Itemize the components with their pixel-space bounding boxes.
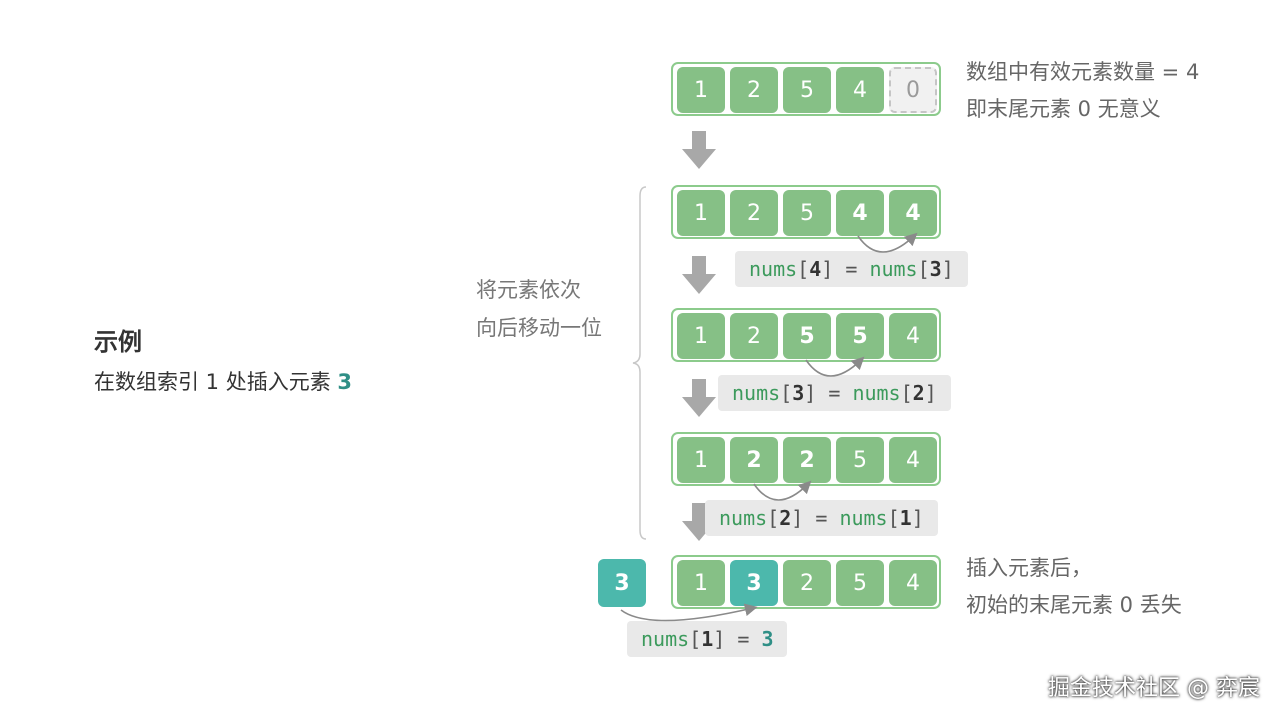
array-cell: 4: [889, 560, 937, 606]
array-cell: 4: [889, 437, 937, 483]
shift-brace: [632, 186, 647, 540]
note-top-line1: 数组中有效元素数量 = 4: [966, 60, 1200, 84]
code-index: 4: [809, 257, 822, 281]
array-cell-unused: 0: [889, 67, 937, 113]
array-cell-highlight: 4: [836, 190, 884, 236]
code-ident: nums: [641, 627, 690, 651]
array-cell-highlight: 2: [730, 437, 778, 483]
array-cell: 1: [677, 313, 725, 359]
array-row-initial: 1 2 5 4 0: [671, 62, 941, 116]
array-cell: 5: [836, 437, 884, 483]
code-ident: nums: [839, 506, 888, 530]
array-cell-highlight: 2: [783, 437, 831, 483]
array-cell-highlight: 5: [783, 313, 831, 359]
inserted-value-text: 3: [337, 370, 353, 394]
array-cell: 1: [677, 560, 725, 606]
down-arrow-icon: [682, 379, 716, 417]
array-cell: 2: [730, 190, 778, 236]
array-cell-inserted: 3: [730, 560, 778, 606]
example-subtitle: 在数组索引 1 处插入元素 3: [94, 366, 352, 396]
array-cell-highlight: 5: [836, 313, 884, 359]
down-arrow-icon: [682, 131, 716, 169]
code-ident: nums: [749, 257, 798, 281]
array-cell: 2: [730, 67, 778, 113]
note-bottom-line1: 插入元素后，: [966, 556, 1092, 580]
array-cell: 2: [783, 560, 831, 606]
note-bottom-line2: 初始的末尾元素 0 丢失: [966, 593, 1182, 617]
code-ident: nums: [719, 506, 768, 530]
code-step3: nums[2] = nums[1]: [705, 500, 938, 536]
down-arrow-icon: [682, 256, 716, 294]
array-cell: 2: [730, 313, 778, 359]
code-step4: nums[1] = 3: [627, 621, 788, 657]
code-ident: nums: [852, 381, 901, 405]
curved-arrow-icon: [805, 356, 865, 377]
array-row-step3: 1 2 2 5 4: [671, 432, 941, 486]
code-step1: nums[4] = nums[3]: [735, 251, 968, 287]
array-row-final: 1 3 2 5 4: [671, 555, 941, 609]
shift-label-line1: 将元素依次: [476, 278, 581, 302]
array-row-step2: 1 2 5 5 4: [671, 308, 941, 362]
array-cell: 1: [677, 190, 725, 236]
array-row-step1: 1 2 5 4 4: [671, 185, 941, 239]
code-index: 2: [779, 506, 792, 530]
code-index: 3: [792, 381, 805, 405]
array-cell-highlight: 4: [889, 190, 937, 236]
code-index: 1: [899, 506, 912, 530]
code-step2: nums[3] = nums[2]: [718, 375, 951, 411]
inserted-element: 3: [598, 559, 646, 607]
curved-arrow-icon: [620, 603, 758, 622]
code-ident: nums: [732, 381, 781, 405]
array-cell: 5: [783, 67, 831, 113]
shift-label-line2: 向后移动一位: [476, 316, 602, 340]
code-index: 1: [701, 627, 714, 651]
array-cell: 5: [783, 190, 831, 236]
code-ident: nums: [869, 257, 918, 281]
down-arrow-icon: [682, 503, 716, 541]
array-cell: 5: [836, 560, 884, 606]
array-cell: 1: [677, 67, 725, 113]
array-cell: 4: [889, 313, 937, 359]
array-cell: 4: [836, 67, 884, 113]
note-top-line2: 即末尾元素 0 无意义: [966, 97, 1161, 121]
code-index: 2: [912, 381, 925, 405]
example-title: 示例: [94, 328, 142, 356]
watermark: 掘金技术社区 @ 弈宸: [1048, 676, 1260, 701]
code-index: 3: [929, 257, 942, 281]
curved-arrow-icon: [753, 480, 812, 501]
example-subtitle-text: 在数组索引 1 处插入元素: [94, 370, 338, 394]
code-value: 3: [761, 627, 774, 651]
curved-arrow-icon: [857, 232, 918, 253]
array-cell: 1: [677, 437, 725, 483]
